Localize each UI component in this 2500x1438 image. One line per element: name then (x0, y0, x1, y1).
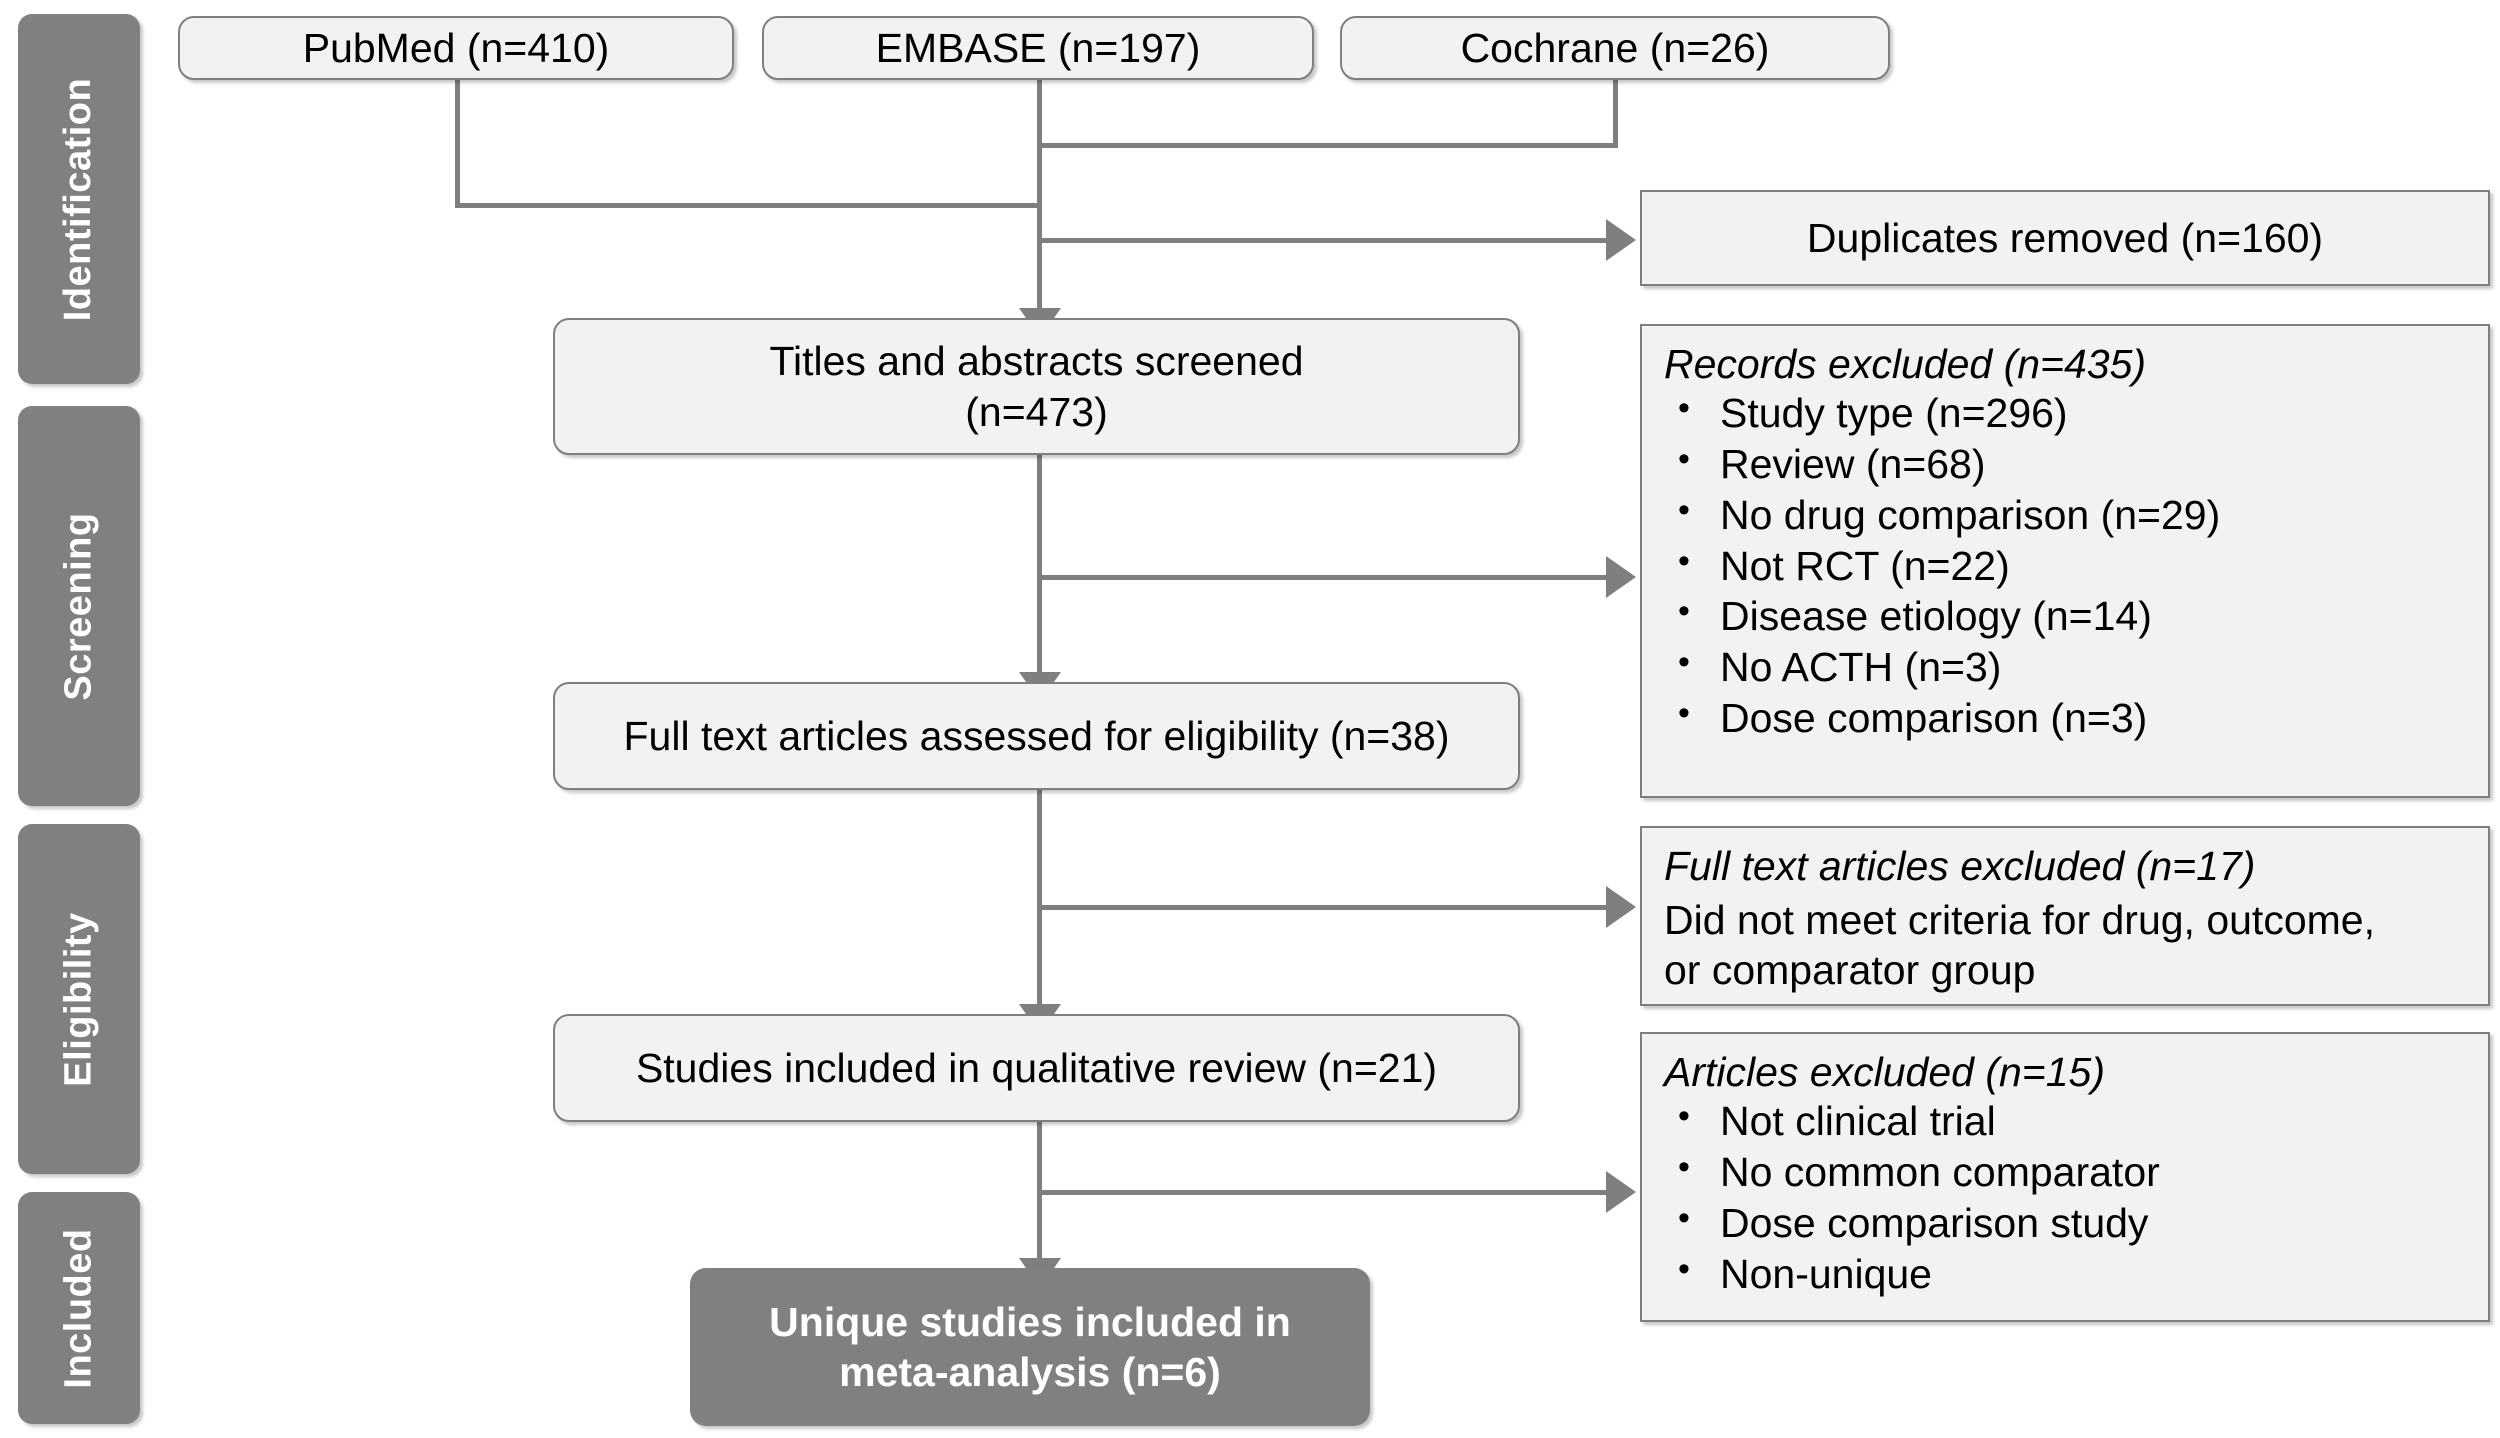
connector-embase-main-stem (1037, 78, 1042, 318)
list-item: Non-unique (1664, 1252, 2468, 1296)
flow-box-titles-abstracts-screened-label: Titles and abstracts screened (n=473) (769, 338, 1304, 435)
exclusion-box-articles-excluded[interactable]: Articles excluded (n=15) Not clinical tr… (1640, 1032, 2490, 1322)
stage-tab-eligibility: Eligibility (18, 824, 140, 1174)
connector-screened-stem (1037, 455, 1042, 680)
stage-tab-identification: Identification (18, 14, 140, 384)
list-item: No ACTH (n=3) (1664, 645, 2468, 689)
connector-cochrane-to-junction (1037, 143, 1618, 148)
flow-box-meta-analysis-label: Unique studies included in meta-analysis… (769, 1298, 1291, 1395)
connector-to-records-excluded (1037, 575, 1610, 580)
stage-tab-eligibility-label: Eligibility (57, 911, 100, 1087)
list-item: Study type (n=296) (1664, 391, 2468, 435)
exclusion-box-duplicates-removed-label: Duplicates removed (n=160) (1806, 214, 2324, 261)
stage-tab-screening: Screening (18, 406, 140, 806)
arrowhead-to-articles-excluded (1606, 1171, 1636, 1213)
flow-box-full-text-assessed[interactable]: Full text articles assessed for eligibil… (553, 682, 1520, 790)
exclusion-box-full-text-excluded[interactable]: Full text articles excluded (n=17) Did n… (1640, 826, 2490, 1006)
exclusion-box-records-excluded[interactable]: Records excluded (n=435) Study type (n=2… (1640, 324, 2490, 798)
source-box-pubmed-label: PubMed (n=410) (302, 24, 610, 71)
source-box-embase[interactable]: EMBASE (n=197) (762, 16, 1314, 80)
exclusion-box-duplicates-removed[interactable]: Duplicates removed (n=160) (1640, 190, 2490, 286)
arrowhead-to-full-text-excluded (1606, 886, 1636, 928)
exclusion-box-articles-excluded-heading: Articles excluded (n=15) (1664, 1049, 2105, 1095)
flow-box-full-text-assessed-label: Full text articles assessed for eligibil… (623, 712, 1450, 759)
list-item: Disease etiology (n=14) (1664, 594, 2468, 638)
stage-tab-identification-label: Identification (57, 77, 100, 321)
flow-box-qualitative-review[interactable]: Studies included in qualitative review (… (553, 1014, 1520, 1122)
connector-pubmed-stem (455, 78, 460, 208)
list-item: Not RCT (n=22) (1664, 544, 2468, 588)
exclusion-box-full-text-excluded-heading: Full text articles excluded (n=17) (1664, 843, 2256, 889)
exclusion-box-articles-excluded-list: Not clinical trial No common comparator … (1664, 1099, 2468, 1296)
exclusion-box-full-text-excluded-detail: Did not meet criteria for drug, outcome,… (1664, 897, 2375, 994)
list-item: Dose comparison study (1664, 1201, 2468, 1245)
source-box-embase-label: EMBASE (n=197) (875, 24, 1201, 71)
connector-to-articles-excluded (1037, 1190, 1610, 1195)
flow-box-titles-abstracts-screened[interactable]: Titles and abstracts screened (n=473) (553, 318, 1520, 455)
connector-to-full-text-excluded (1037, 905, 1610, 910)
stage-tab-included-label: Included (57, 1227, 100, 1389)
stage-tab-included: Included (18, 1192, 140, 1424)
arrowhead-to-duplicates-removed (1606, 219, 1636, 261)
connector-cochrane-stem (1613, 78, 1618, 148)
connector-to-duplicates-removed (1037, 238, 1610, 243)
list-item: No common comparator (1664, 1150, 2468, 1194)
exclusion-box-records-excluded-heading: Records excluded (n=435) (1664, 341, 2147, 387)
list-item: Not clinical trial (1664, 1099, 2468, 1143)
flow-box-meta-analysis[interactable]: Unique studies included in meta-analysis… (690, 1268, 1370, 1426)
list-item: No drug comparison (n=29) (1664, 493, 2468, 537)
source-box-pubmed[interactable]: PubMed (n=410) (178, 16, 734, 80)
list-item: Dose comparison (n=3) (1664, 696, 2468, 740)
stage-tab-screening-label: Screening (57, 511, 100, 701)
arrowhead-to-records-excluded (1606, 556, 1636, 598)
flow-box-qualitative-review-label: Studies included in qualitative review (… (635, 1044, 1438, 1091)
exclusion-box-records-excluded-list: Study type (n=296) Review (n=68) No drug… (1664, 391, 2468, 740)
connector-full-text-stem (1037, 790, 1042, 1012)
source-box-cochrane-label: Cochrane (n=26) (1460, 24, 1770, 71)
connector-pubmed-to-junction (455, 203, 1042, 208)
list-item: Review (n=68) (1664, 442, 2468, 486)
source-box-cochrane[interactable]: Cochrane (n=26) (1340, 16, 1890, 80)
